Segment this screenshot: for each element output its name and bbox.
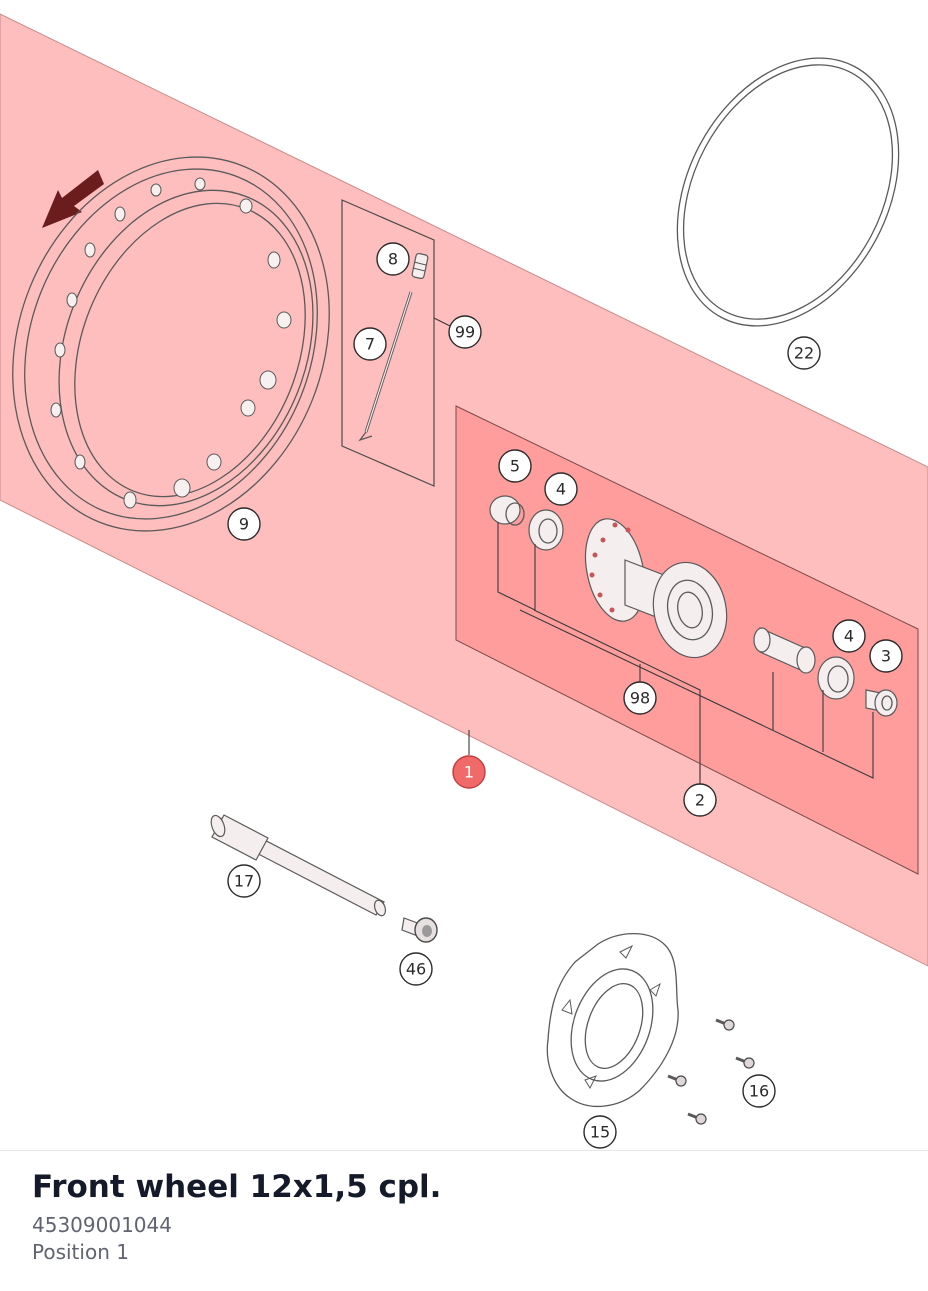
bearing-4-right-part[interactable] [817, 656, 855, 700]
part-position: Position 1 [32, 1240, 129, 1264]
callout-15[interactable]: 15 [583, 1115, 617, 1149]
svg-text:99: 99 [455, 323, 475, 342]
svg-text:8: 8 [388, 250, 398, 269]
rim-part[interactable] [0, 109, 384, 579]
svg-text:3: 3 [881, 647, 891, 666]
spacer-5-part[interactable] [489, 495, 525, 526]
callout-2[interactable]: 2 [683, 783, 717, 817]
svg-text:5: 5 [510, 457, 520, 476]
exploded-parts-diagram: 8 7 99 9 22 5 4 4 3 98 1 2 17 46 16 15 [0, 13, 928, 1149]
part-number: 45309001044 [32, 1213, 172, 1237]
callout-9[interactable]: 9 [227, 507, 261, 541]
part-title: Front wheel 12x1,5 cpl. [32, 1169, 442, 1205]
svg-text:16: 16 [749, 1082, 769, 1101]
spacer-3-part[interactable] [865, 689, 898, 717]
callout-17[interactable]: 17 [227, 864, 261, 898]
callout-1[interactable]: 1 [452, 755, 486, 789]
bearing-4-left-part[interactable] [528, 509, 564, 551]
svg-text:4: 4 [556, 480, 566, 499]
svg-text:2: 2 [695, 791, 705, 810]
brake-disc-bolts-part[interactable] [667, 1018, 755, 1125]
svg-text:9: 9 [239, 515, 249, 534]
spoke-nipple-part[interactable] [411, 252, 429, 280]
rim-tape-part[interactable] [633, 20, 928, 365]
spoke-kit-frame[interactable] [341, 199, 435, 487]
part-info-panel: Front wheel 12x1,5 cpl. 45309001044 Posi… [0, 1150, 928, 1291]
callout-7[interactable]: 7 [353, 327, 387, 361]
leader-lines [433, 317, 874, 785]
svg-text:22: 22 [794, 344, 814, 363]
collar-nut-part[interactable] [401, 917, 438, 943]
wheel-hub-part[interactable] [577, 513, 735, 664]
brake-disc-part[interactable] [546, 933, 679, 1108]
wheel-spindle-part[interactable] [209, 814, 388, 918]
svg-text:98: 98 [630, 689, 650, 708]
callout-5[interactable]: 5 [498, 449, 532, 483]
callout-3[interactable]: 3 [869, 639, 903, 673]
svg-text:7: 7 [365, 335, 375, 354]
callout-16[interactable]: 16 [742, 1074, 776, 1108]
svg-text:4: 4 [844, 627, 854, 646]
svg-text:17: 17 [234, 872, 254, 891]
rotation-direction-arrow-icon [42, 170, 104, 228]
spoke-part[interactable] [358, 291, 413, 442]
callout-22[interactable]: 22 [787, 336, 821, 370]
svg-text:1: 1 [464, 763, 474, 782]
svg-text:46: 46 [406, 960, 426, 979]
callout-4-left[interactable]: 4 [544, 472, 578, 506]
callout-46[interactable]: 46 [399, 952, 433, 986]
callout-4-right[interactable]: 4 [832, 619, 866, 653]
svg-text:15: 15 [590, 1123, 610, 1142]
distance-sleeve-part[interactable] [753, 627, 816, 674]
callout-98[interactable]: 98 [623, 681, 657, 715]
callout-8[interactable]: 8 [376, 242, 410, 276]
callout-99[interactable]: 99 [448, 315, 482, 349]
